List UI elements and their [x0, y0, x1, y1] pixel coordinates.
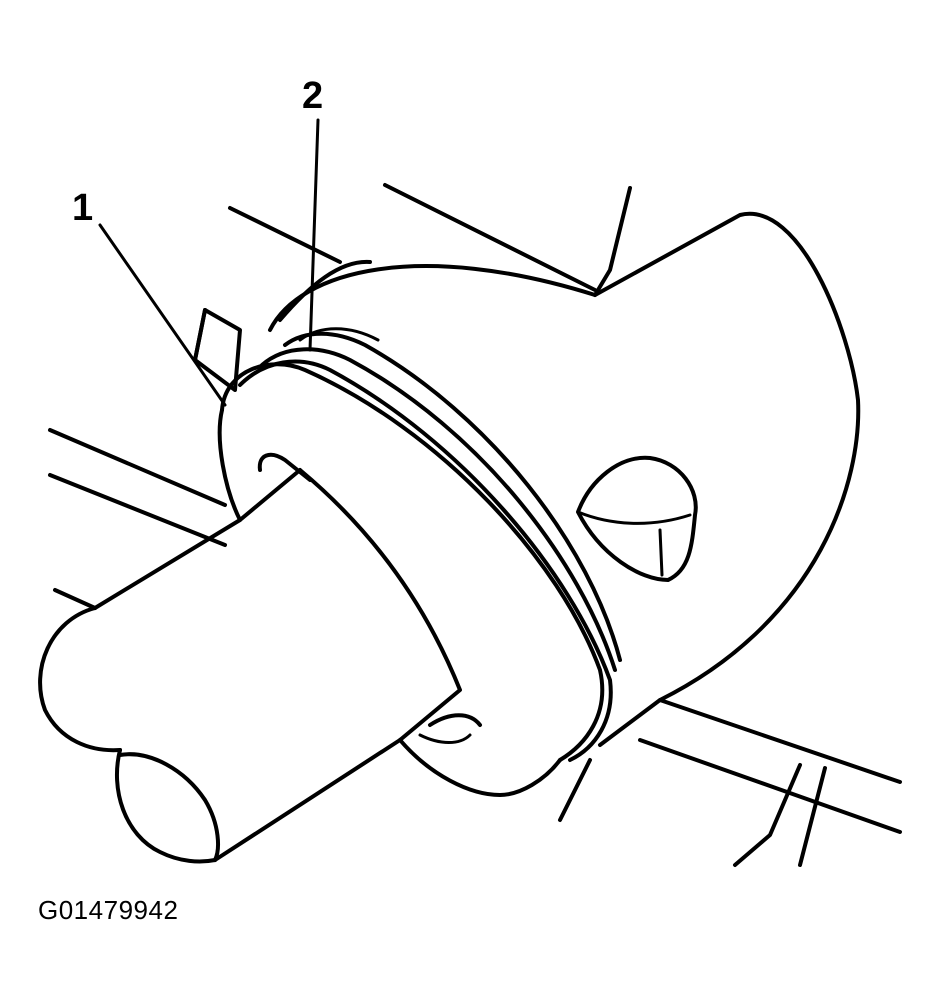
callout-2-label: 2 [302, 75, 323, 117]
callout-1-leader [98, 223, 227, 407]
callout-1-label: 1 [72, 187, 93, 229]
callout-2-leader [308, 118, 320, 352]
seal-rings [217, 327, 622, 797]
shaft [38, 468, 462, 864]
background-rails [48, 183, 902, 867]
callout-leaders [98, 118, 320, 407]
housing [193, 211, 861, 747]
figure-id: G01479942 [38, 895, 179, 925]
